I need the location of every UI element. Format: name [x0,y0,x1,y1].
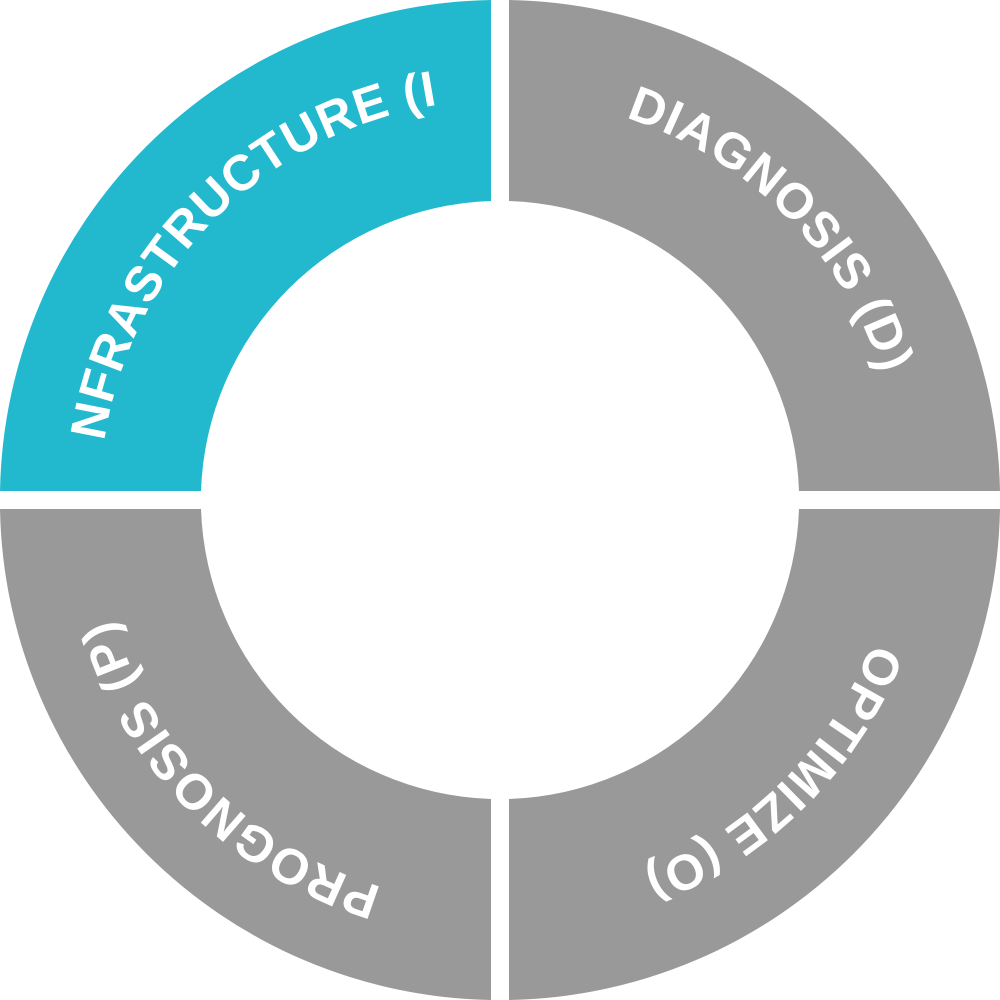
segment-prognosis-shape [0,509,491,1000]
segment-optimize[interactable]: OPTIMIZE (O) [509,509,1000,1000]
segment-optimize-shape [509,509,1000,1000]
segment-infrastructure-shape [0,0,491,491]
segment-infrastructure[interactable]: INFRASTRUCTURE (I) [0,0,491,491]
segment-prognosis[interactable]: PROGNOSIS (P) [0,509,491,1000]
segment-diagnosis-shape [509,0,1000,491]
segment-diagnosis[interactable]: DIAGNOSIS (D) [509,0,1000,491]
